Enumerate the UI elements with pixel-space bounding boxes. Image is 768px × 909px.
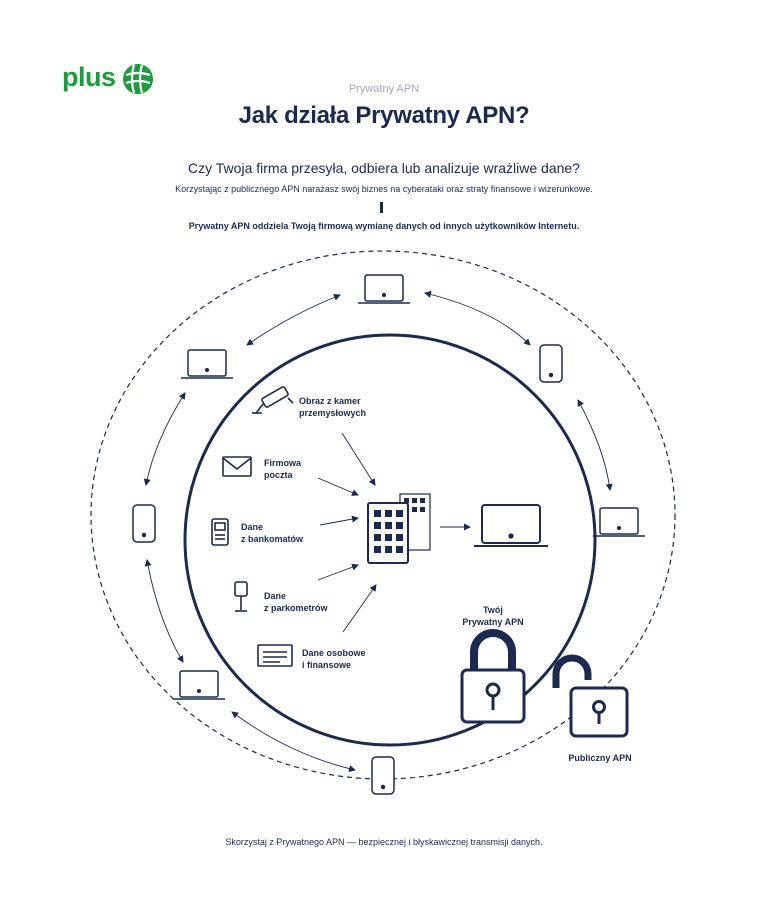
flow-arrow bbox=[342, 584, 377, 633]
public-lock-icon bbox=[552, 654, 629, 738]
source-label-personal: Dane osobowe i finansowe bbox=[302, 648, 366, 670]
laptop-icon bbox=[358, 274, 410, 304]
source-label-parking: Dane z parkometrów bbox=[264, 591, 328, 613]
intro-statement: Prywatny APN oddziela Twoją firmową wymi… bbox=[188, 221, 580, 231]
ring-arrow bbox=[577, 399, 613, 491]
page-title: Jak działa Prywatny APN? bbox=[238, 102, 530, 129]
destination-laptop-icon bbox=[474, 504, 548, 547]
flow-arrow bbox=[317, 563, 359, 581]
atm-icon bbox=[211, 518, 229, 546]
cctv-camera-icon bbox=[252, 386, 294, 414]
brand-logo-text: plus bbox=[62, 62, 116, 92]
laptop-icon bbox=[173, 670, 225, 700]
ring-arrow bbox=[246, 293, 341, 346]
ring-arrow bbox=[231, 711, 356, 773]
phone-icon bbox=[371, 756, 395, 795]
footer-note: Skorzystaj z Prywatnego APN — bezpieczne… bbox=[225, 837, 543, 847]
laptop-icon bbox=[593, 507, 645, 537]
private-lock-icon bbox=[460, 629, 526, 724]
envelope-icon bbox=[222, 456, 252, 477]
public-apn-label: Publiczny APN bbox=[568, 753, 632, 763]
eyebrow-label: Prywatny APN bbox=[348, 83, 420, 95]
laptop-icon bbox=[181, 349, 233, 379]
parking-meter-icon bbox=[234, 581, 248, 612]
monitor-icon bbox=[257, 644, 293, 667]
flow-arrow bbox=[341, 432, 376, 486]
ring-arrow bbox=[424, 291, 531, 346]
phone-icon bbox=[539, 344, 563, 383]
source-label-atm: Dane z bankomatów bbox=[241, 522, 304, 544]
phone-icon bbox=[132, 504, 156, 543]
private-apn-label: Twój Prywatny APN bbox=[462, 605, 524, 627]
ring-arrow bbox=[143, 392, 186, 486]
source-label-mail: Firmowa poczta bbox=[264, 458, 302, 480]
source-label-cctv: Obraz z kamer przemysłowych bbox=[299, 396, 367, 418]
flow-arrow bbox=[319, 515, 359, 526]
intro-warning: Korzystając z publicznego APN narażasz s… bbox=[175, 184, 593, 194]
intro-question: Czy Twoja firma przesyła, odbiera lub an… bbox=[188, 160, 580, 176]
divider-bar bbox=[380, 202, 383, 213]
plus-logo-icon bbox=[123, 64, 153, 94]
ring-arrow bbox=[144, 559, 184, 663]
company-building-icon bbox=[367, 493, 431, 564]
flow-arrow bbox=[317, 477, 359, 496]
